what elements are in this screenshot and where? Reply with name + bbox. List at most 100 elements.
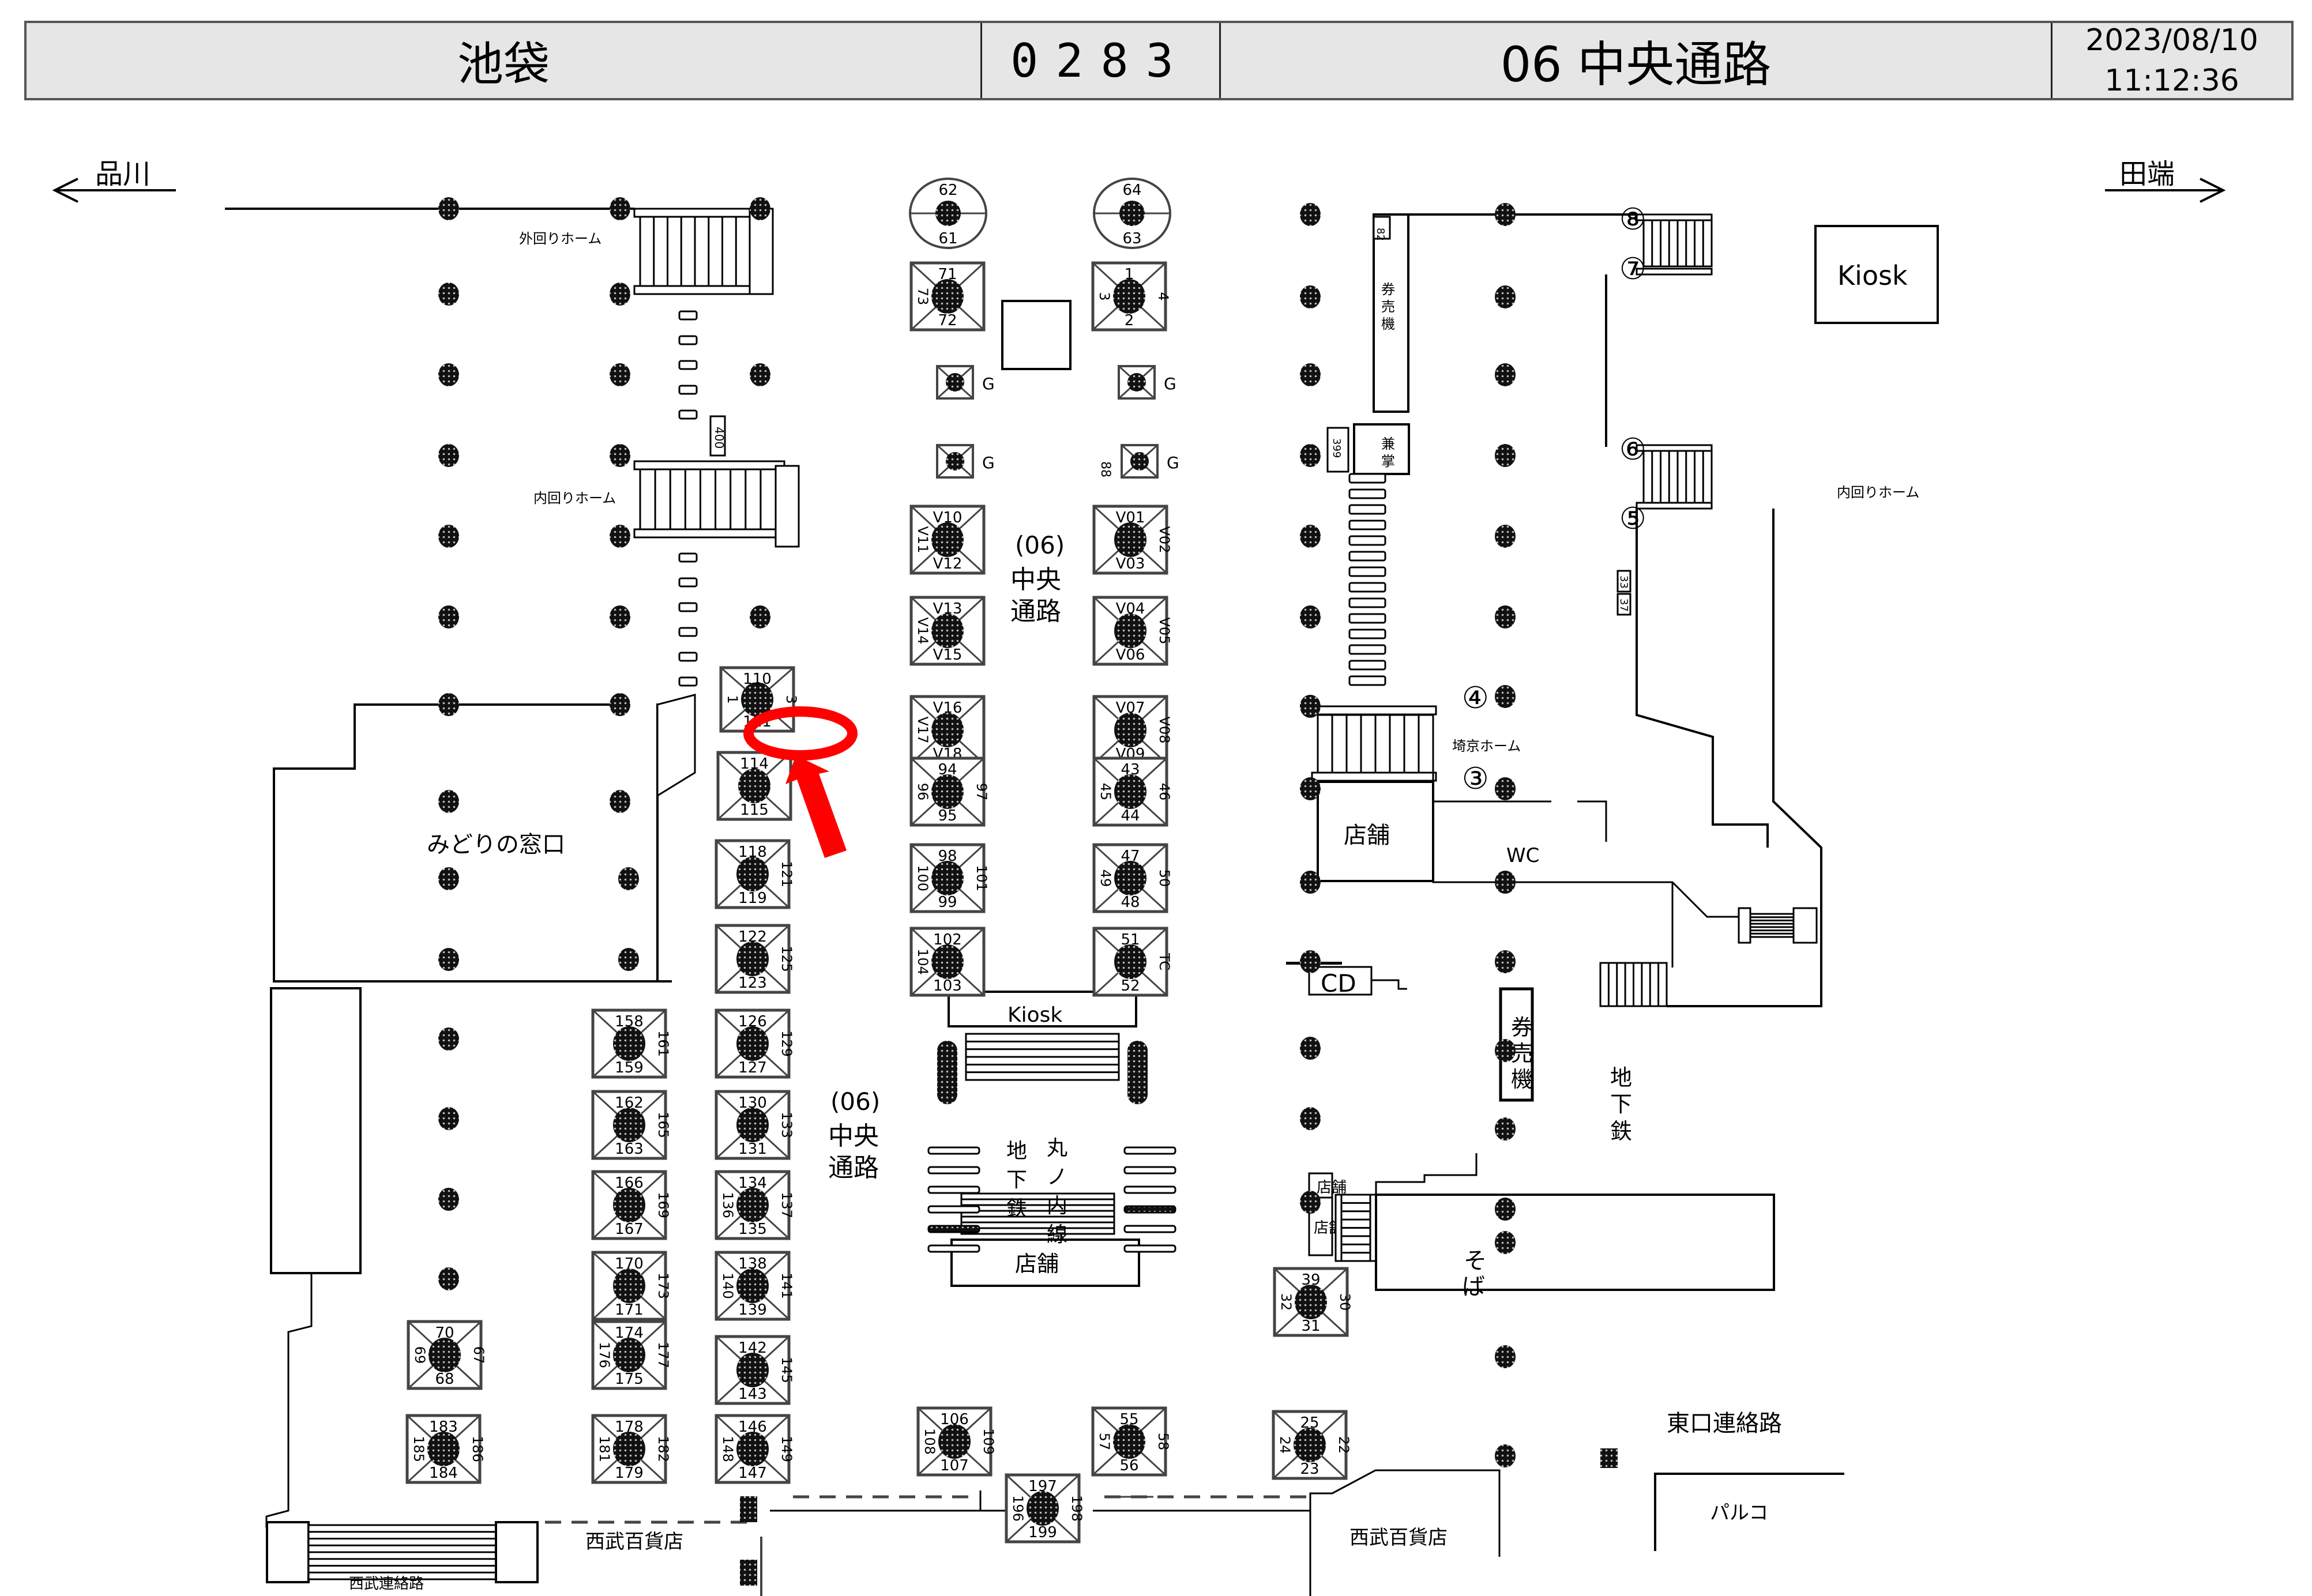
camera-number: 142 [738,1339,767,1357]
pillar [1300,1107,1321,1130]
stair-number: ③ [1462,762,1489,796]
gate-label: G [982,453,995,472]
svg-text:ば: ば [1462,1274,1485,1300]
camera-number: 138 [738,1255,767,1273]
pillar [438,605,459,628]
camera-number: 166 [615,1175,644,1192]
stairs-inner-right: 内回りホーム [1636,444,1919,510]
svg-text:399: 399 [1330,438,1343,458]
pillar [750,363,770,386]
camera-number: 43 [1121,761,1140,778]
camera-number: V01 [1116,509,1145,526]
pillar [438,197,459,220]
camera-number: 171 [615,1301,644,1319]
camera-number: 32 [1278,1293,1294,1311]
camera-number: 57 [1096,1433,1112,1451]
pillar [1495,1198,1516,1221]
camera-number: 95 [938,807,957,825]
camera-number: V16 [933,699,963,717]
kiosk-east [1814,225,1939,324]
svg-text:CD: CD [1321,969,1356,998]
camera-number: 23 [1300,1461,1319,1478]
camera-number: 63 [1122,230,1141,247]
pillar [610,197,630,220]
camera-number: 49 [1097,869,1114,887]
camera-number: 177 [655,1342,671,1368]
camera-number: V08 [1156,717,1172,744]
svg-text:Kiosk: Kiosk [1007,1003,1062,1027]
camera-number: 114 [740,755,769,773]
camera-number: 179 [615,1465,644,1482]
station-code: 0283 [982,23,1221,98]
camera-number: 131 [738,1140,767,1158]
camera-number: 46 [1156,783,1172,801]
pillar [610,363,630,386]
pillar [438,1107,459,1130]
camera-number: 61 [938,230,957,247]
pillar [610,693,630,716]
camera-number: 196 [1010,1495,1026,1522]
pillar [1495,525,1516,548]
svg-text:通路: 通路 [1010,597,1061,626]
stair-number: ⑥ [1619,432,1646,467]
soba-area: 店舗 店舗 そ ば [1308,1153,1775,1300]
camera-number: 39 [1301,1271,1320,1289]
camera-number: 165 [655,1112,671,1138]
marunouchi-subway: Kiosk 店舗 丸 ノ 内 線 地 下 鉄 [927,991,1176,1287]
direction-shinagawa: 品川 [52,158,176,203]
camera-number: 148 [720,1436,736,1462]
gate-label: G [1167,453,1179,472]
camera-number: 169 [655,1192,671,1218]
camera-number: 58 [1155,1433,1171,1451]
camera-number: 4 [1155,292,1171,300]
camera-number: 130 [738,1094,767,1112]
camera-number: 107 [940,1457,969,1474]
pillar [610,283,630,306]
camera-number: 199 [1028,1524,1057,1541]
pillar [438,693,459,716]
svg-text:券: 券 [1511,1015,1533,1040]
svg-text:そ: そ [1464,1248,1487,1274]
pillar [1300,777,1321,800]
camera-number: 184 [429,1465,458,1482]
camera-number: 161 [655,1030,671,1057]
pillar [1495,1345,1516,1368]
camera-number: V17 [915,717,931,744]
highlight-arrow [785,755,847,858]
camera-number: 143 [738,1386,767,1403]
pillar [1495,685,1516,708]
camera-number: 125 [779,946,795,972]
camera-number: 135 [738,1221,767,1238]
camera-number: 122 [738,928,767,946]
svg-text:82: 82 [1374,228,1386,241]
camera-number: 71 [938,266,957,283]
svg-text:内: 内 [1047,1194,1067,1218]
svg-text:機: 機 [1511,1067,1533,1092]
camera-number: 185 [411,1436,427,1462]
pillar [610,790,630,813]
camera-number: V05 [1156,618,1172,645]
camera-number: 145 [779,1357,795,1383]
area-name: 06 中央通路 [1221,23,2052,98]
camera-number: 67 [471,1346,487,1364]
pillar [438,1267,459,1290]
pillar [1300,950,1321,973]
stair-number: ⑦ [1619,252,1646,287]
